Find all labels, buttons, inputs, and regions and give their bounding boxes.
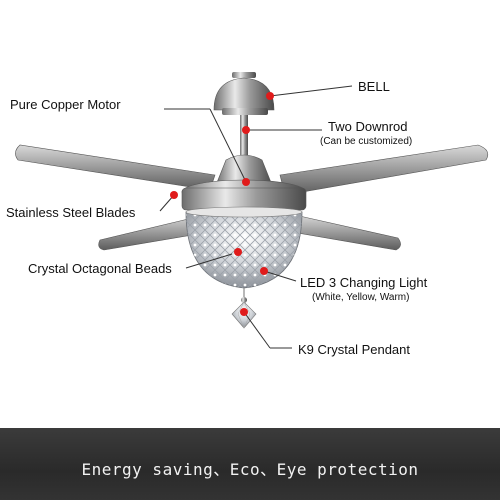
- marker-beads: [234, 248, 242, 256]
- banner-text: Energy saving、Eco、Eye protection: [81, 460, 419, 479]
- marker-bell: [266, 92, 274, 100]
- label-pendant: K9 Crystal Pendant: [298, 342, 411, 357]
- label-motor: Pure Copper Motor: [10, 97, 121, 112]
- label-blades: Stainless Steel Blades: [6, 205, 136, 220]
- marker-downrod: [242, 126, 250, 134]
- fan-blades: [15, 144, 489, 251]
- label-downrod: Two Downrod: [328, 119, 408, 134]
- ceiling-fan-illustration: [15, 72, 489, 349]
- label-led-note: (White, Yellow, Warm): [312, 292, 410, 303]
- callout-lines: [159, 85, 353, 349]
- marker-pendant: [240, 308, 248, 316]
- canopy-bell: [213, 72, 275, 115]
- marker-motor: [242, 178, 250, 186]
- downrod: [240, 115, 248, 160]
- product-diagram: BELL Pure Copper Motor Two Downrod (Can …: [6, 72, 489, 357]
- label-downrod-note: (Can be customized): [320, 136, 413, 147]
- marker-blades: [170, 191, 178, 199]
- marker-led: [260, 267, 268, 275]
- red-markers: [170, 92, 274, 316]
- crystal-bowl: [185, 206, 303, 289]
- feature-banner: Energy saving、Eco、Eye protection: [0, 428, 500, 500]
- label-led: LED 3 Changing Light: [300, 275, 428, 290]
- label-bell: BELL: [358, 79, 390, 94]
- label-beads: Crystal Octagonal Beads: [28, 261, 172, 276]
